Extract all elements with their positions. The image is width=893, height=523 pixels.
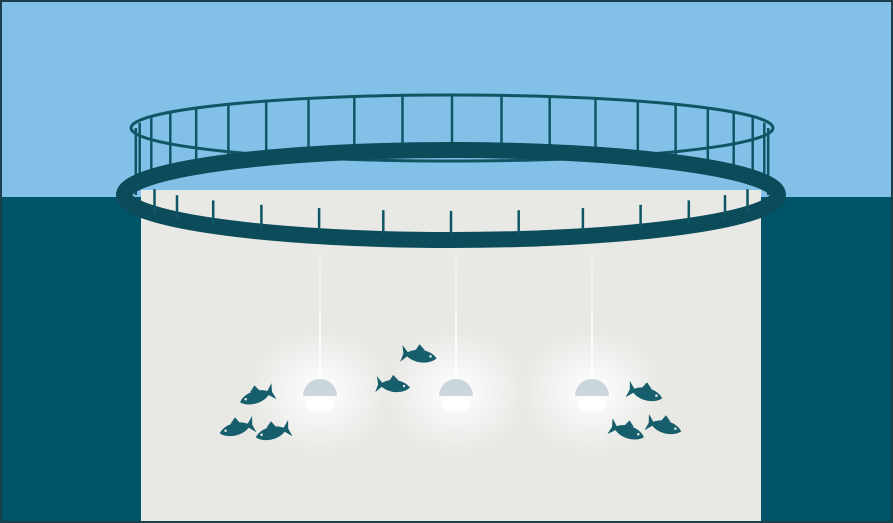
lamp-cable [591,250,593,378]
lamp-bulb-light [306,396,334,412]
sky [0,0,893,197]
lamp [303,379,337,412]
lamp-cable [455,250,457,378]
lamp-cable [319,250,321,378]
lamp-bulb-light [578,396,606,412]
lamp [575,379,609,412]
lamp [439,379,473,412]
lamp-bulb-light [442,396,470,412]
